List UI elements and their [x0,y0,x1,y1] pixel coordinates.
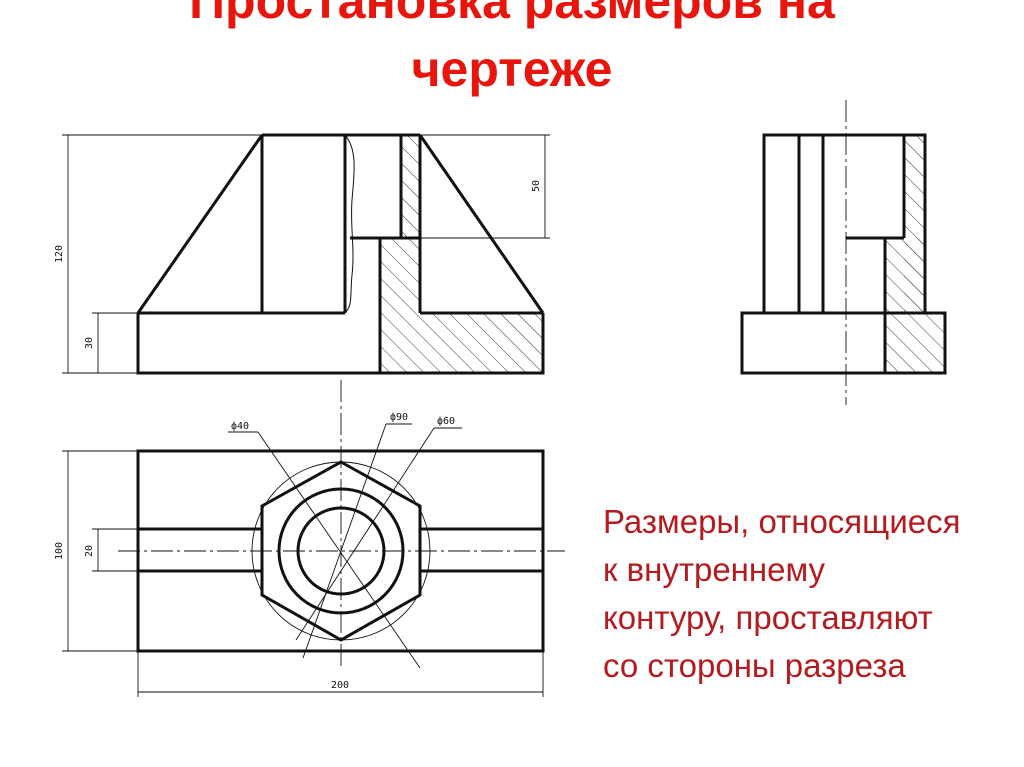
caption-line-2: к внутреннему [603,551,826,588]
dim-height-base: 30 [84,337,95,349]
dim-diameter-inner: ф40 [231,420,249,432]
dim-diameter-middle: ф60 [437,415,455,427]
caption-line-3: контуру, проставляют [603,599,933,636]
caption-text: Размеры, относящиеся к внутреннему конту… [603,498,1024,690]
page-title-line-2: чертеже [411,41,613,97]
side-view [740,100,947,405]
front-section-hatch [380,238,543,373]
caption-line-4: со стороны разреза [603,647,906,684]
front-view [136,133,545,375]
dim-slot-width: 20 [84,545,95,557]
top-view-dimensions [62,423,544,697]
dim-height-total: 120 [54,245,65,263]
top-view [118,449,565,653]
side-section-hatch-body [885,238,945,373]
dim-height-slot: 50 [531,180,542,192]
caption-line-1: Размеры, относящиеся [603,503,961,540]
front-break-line [344,134,355,314]
page-title-line-1: Простановка размеров на [189,0,835,29]
dim-width-top-view: 100 [54,542,65,560]
dim-length: 200 [331,680,349,691]
dim-diameter-outer: ф90 [390,411,408,423]
front-view-dimensions [62,134,550,374]
front-slot-hatch [401,135,420,238]
front-right-rib [418,134,545,314]
front-base-outline [136,313,545,375]
front-left-rib [136,134,264,314]
